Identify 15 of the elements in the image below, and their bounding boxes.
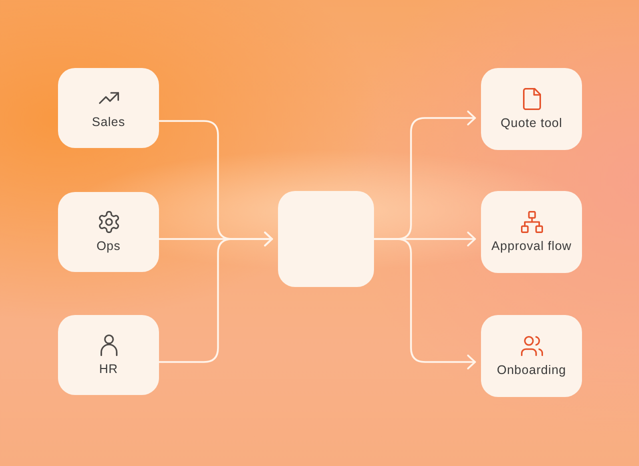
connector-arrow — [158, 232, 273, 363]
process-card — [481, 315, 582, 397]
node-label: Approval flow — [491, 238, 572, 254]
node-label: Ops — [96, 238, 121, 254]
process-card — [481, 68, 582, 150]
hub-box — [278, 191, 374, 287]
process-card — [58, 315, 159, 395]
node-label: HR — [99, 362, 118, 376]
connector-arrow — [373, 238, 476, 370]
process-card — [58, 68, 159, 148]
node-label: Sales — [92, 114, 126, 130]
node-label: Onboarding — [496, 362, 566, 378]
node-label: Quote tool — [500, 116, 562, 130]
process-card — [481, 191, 582, 273]
process-card — [58, 192, 159, 272]
